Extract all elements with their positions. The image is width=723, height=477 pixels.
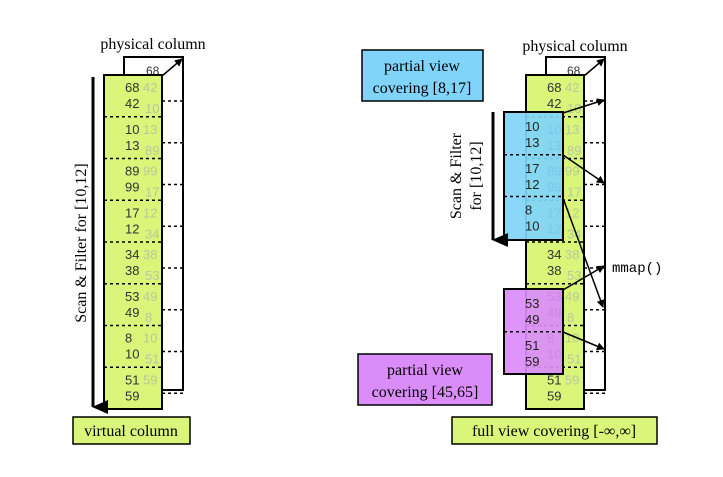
blue-view-value: 10	[525, 219, 539, 234]
ghost-value: 42	[565, 80, 579, 95]
ghost-value: 99	[565, 164, 579, 179]
left-physical-column-label: physical column	[100, 36, 205, 53]
mmap-arrow	[562, 98, 605, 114]
left-scan-label: Scan & Filter for [10,12]	[73, 163, 90, 323]
mmap-arrow	[583, 58, 605, 77]
ghost-value: 89	[145, 143, 159, 158]
left-page-dividers	[104, 100, 183, 394]
blue-view-label-box	[361, 49, 484, 102]
page-value: 59	[125, 388, 139, 403]
purple-view-label-box	[357, 353, 493, 406]
ghost-value: 42	[143, 80, 157, 95]
page-value: 8	[125, 331, 132, 346]
ghost-value: 49	[143, 289, 157, 304]
page-value: 59	[547, 388, 561, 403]
left-diagram: physical column 68 421013899917123438534…	[72, 36, 206, 445]
ghost-value: 10	[145, 101, 159, 116]
mmap-arrow	[562, 154, 605, 184]
mmap-arrow	[562, 331, 605, 351]
purple-view-value: 53	[525, 296, 539, 311]
page-value: 99	[125, 180, 139, 195]
ghost-value: 17	[567, 185, 581, 200]
full-view-label: full view covering [-∞,∞]	[472, 423, 636, 440]
page-value: 34	[125, 247, 139, 262]
right-diagram: physical column 68 421013899917123438534…	[357, 38, 662, 445]
ghost-value: 12	[143, 205, 157, 220]
virtual-column-label-box	[72, 416, 191, 445]
ghost-value: 8	[567, 310, 574, 325]
purple-view-value: 49	[525, 312, 539, 327]
left-top-arrow	[161, 58, 183, 77]
page-value: 51	[125, 372, 139, 387]
ghost-value: 10	[143, 331, 157, 346]
ghost-value: 13	[565, 122, 579, 137]
page-value: 68	[125, 80, 139, 95]
right-physical-column-label: physical column	[522, 38, 627, 55]
blue-view-value: 17	[525, 161, 539, 176]
mmap-arrows	[562, 58, 605, 351]
ghost-value: 51	[567, 352, 581, 367]
right-scan-label-line1: Scan & Filter	[448, 132, 465, 219]
page-value: 10	[125, 122, 139, 137]
ghost-value: 53	[145, 268, 159, 283]
ghost-value: 49	[565, 289, 579, 304]
page-value: 53	[125, 289, 139, 304]
blue-view-value: 13	[525, 135, 539, 150]
ghost-value: 12	[565, 205, 579, 220]
page-value: 17	[125, 205, 139, 220]
ghost-value: 34	[145, 226, 159, 241]
ghost-value: 51	[145, 352, 159, 367]
page-value: 68	[547, 80, 561, 95]
ghost-value: 99	[143, 164, 157, 179]
page-value: 13	[125, 138, 139, 153]
ghost-value: 59	[143, 372, 157, 387]
page-value: 51	[547, 372, 561, 387]
blue-view-value: 8	[525, 203, 532, 218]
ghost-value: 38	[143, 247, 157, 262]
blue-view-label-line1: partial view	[384, 58, 460, 75]
page-value: 38	[125, 263, 139, 278]
ghost-value: 89	[567, 143, 581, 158]
page-value: 38	[547, 263, 561, 278]
full-view-label-box	[451, 416, 658, 445]
purple-view-value: 59	[525, 354, 539, 369]
page-value: 12	[125, 221, 139, 236]
page-value: 42	[547, 96, 561, 111]
mmap-arrow	[562, 265, 605, 291]
ghost-value: 53	[567, 268, 581, 283]
purple-view-label-line1: partial view	[387, 362, 463, 379]
ghost-value: 59	[565, 372, 579, 387]
page-value: 49	[125, 305, 139, 320]
purple-view-label-line2: covering [45,65]	[372, 384, 479, 401]
left-ghost-values: 42 10 13 89 99 17 12 34 38 53 49 8 10 51 59	[143, 80, 159, 387]
ghost-value: 38	[565, 247, 579, 262]
blue-partial-view	[503, 111, 564, 241]
page-value: 42	[125, 96, 139, 111]
virtual-column-label: virtual column	[84, 423, 178, 440]
blue-view-label-line2: covering [8,17]	[373, 80, 472, 97]
ghost-value: 17	[145, 185, 159, 200]
ghost-value: 13	[143, 122, 157, 137]
ghost-value: 10	[567, 101, 581, 116]
purple-view-value: 51	[525, 338, 539, 353]
blue-view-value: 12	[525, 177, 539, 192]
page-value: 34	[547, 247, 561, 262]
right-scan-label-line2: for [10,12]	[468, 141, 485, 210]
ghost-value: 8	[145, 310, 152, 325]
mmap-label: mmap()	[612, 261, 662, 277]
page-value: 89	[125, 164, 139, 179]
page-value: 10	[125, 347, 139, 362]
blue-view-value: 10	[525, 119, 539, 134]
mmap-arrow	[562, 197, 605, 308]
